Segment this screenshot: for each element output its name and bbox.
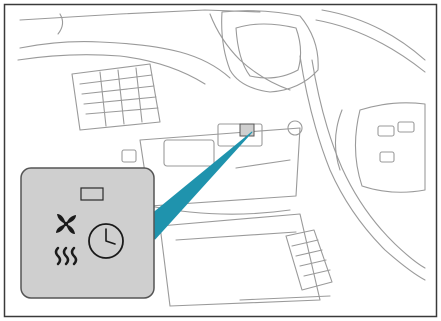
highlighted-switch: [240, 124, 254, 136]
clock-icon: [89, 224, 123, 258]
indicator-light-icon: [81, 188, 103, 200]
